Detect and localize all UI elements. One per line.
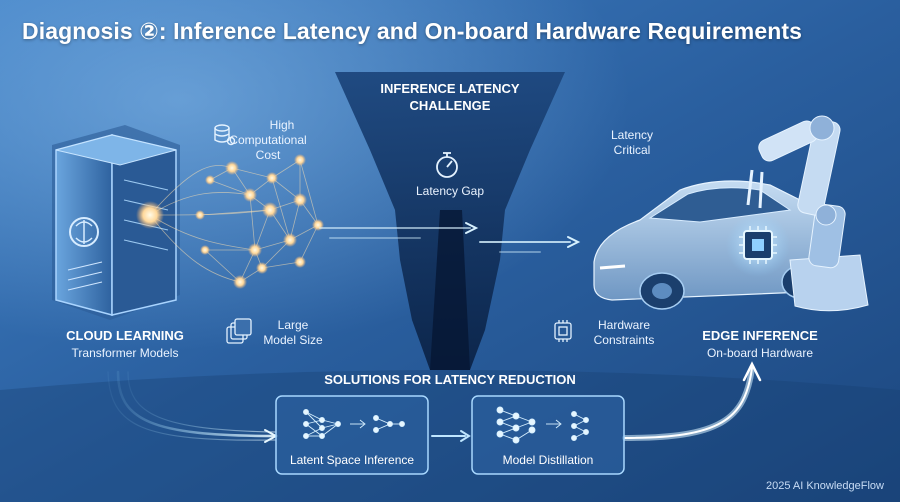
latent-space-icon	[303, 409, 405, 439]
robot-arm-icon	[746, 115, 869, 312]
large-model-line-1: Large	[277, 318, 309, 332]
latency-critical-line-1: Latency	[610, 128, 654, 142]
large-model-line-2: Model Size	[263, 333, 323, 347]
neural-network-icon	[149, 159, 319, 283]
high-cost-line-2: Computational	[229, 133, 307, 147]
solutions-heading: SOLUTIONS FOR LATENCY REDUCTION	[324, 372, 576, 387]
hardware-constraints-line-2: Constraints	[593, 333, 655, 347]
edge-inference-block: EDGE INFERENCE On-board Hardware	[685, 328, 835, 361]
latency-critical-line-2: Critical	[613, 143, 651, 157]
cloud-learning-title: CLOUD LEARNING	[66, 328, 184, 343]
onboard-chip-icon	[726, 213, 790, 277]
high-cost-line-3: Cost	[255, 148, 281, 162]
high-cost-line-1: High	[269, 118, 295, 132]
solution-distillation-label: Model Distillation	[502, 453, 594, 467]
hardware-constraints-label: Hardware Constraints	[574, 318, 674, 348]
latency-gap-label: Latency Gap	[415, 184, 485, 198]
large-model-label: Large Model Size	[248, 318, 338, 348]
database-gear-icon	[214, 124, 236, 146]
edge-inference-title: EDGE INFERENCE	[702, 328, 818, 343]
page-title: Diagnosis ②: Inference Latency and On-bo…	[22, 18, 803, 44]
latency-critical-label: Latency Critical	[582, 128, 682, 158]
car-icon	[593, 180, 831, 310]
challenge-line-1: INFERENCE LATENCY	[380, 81, 520, 96]
cloud-learning-block: CLOUD LEARNING Transformer Models	[50, 328, 200, 361]
server-icon	[52, 125, 180, 320]
credit-text: 2025 AI KnowledgeFlow	[765, 480, 884, 492]
data-stream-arrows	[319, 222, 581, 253]
challenge-line-2: CHALLENGE	[409, 98, 491, 113]
cloud-learning-subtitle: Transformer Models	[71, 346, 179, 360]
challenge-heading: INFERENCE LATENCY CHALLENGE	[345, 80, 555, 114]
stopwatch-icon	[436, 152, 458, 178]
high-cost-label: High Computational Cost	[208, 118, 328, 163]
chip-icon	[554, 320, 572, 342]
distillation-icon	[496, 406, 589, 444]
solution-latent-label: Latent Space Inference	[289, 453, 415, 467]
layers-icon	[226, 318, 252, 344]
neural-network-nodes	[136, 154, 324, 289]
solution-box-distillation	[471, 395, 625, 475]
edge-inference-subtitle: On-board Hardware	[706, 346, 814, 360]
hardware-constraints-line-1: Hardware	[597, 318, 651, 332]
